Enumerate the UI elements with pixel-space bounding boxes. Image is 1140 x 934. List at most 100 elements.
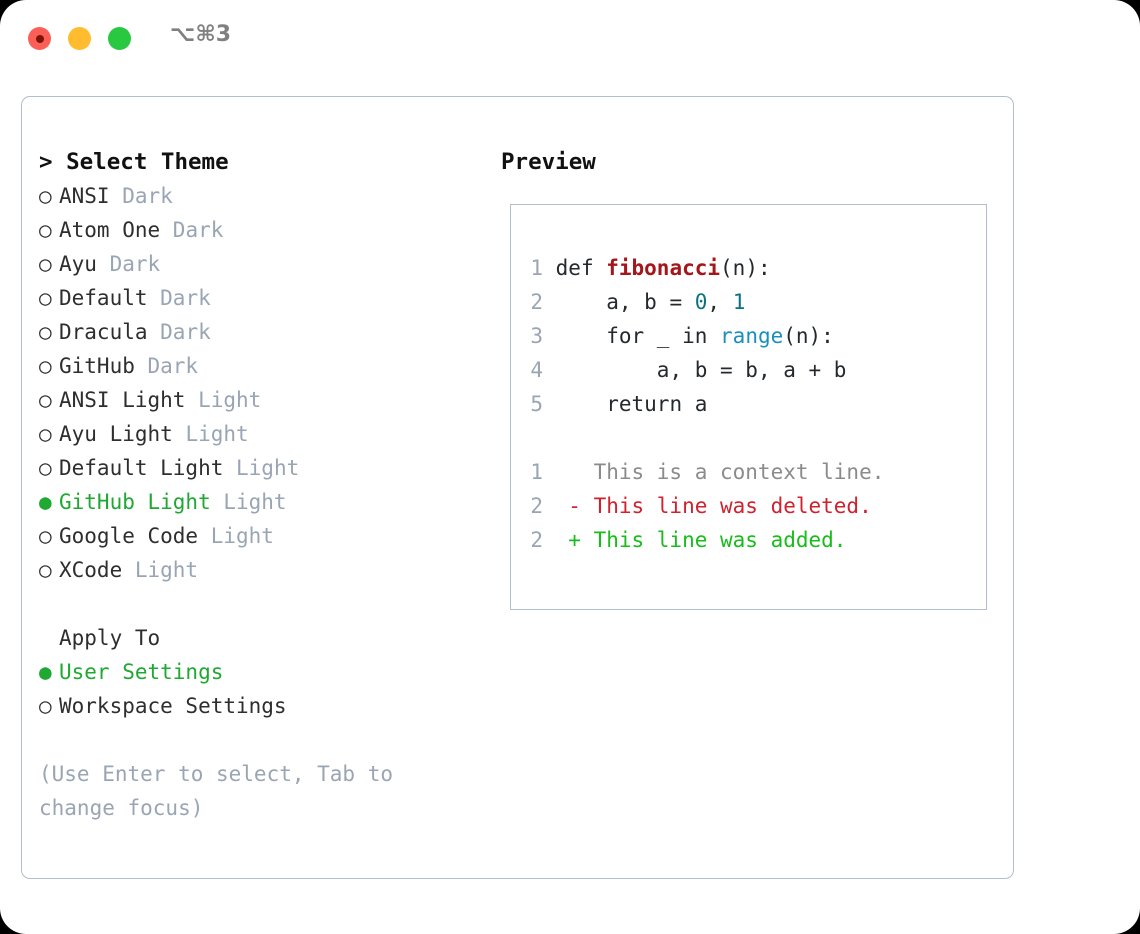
code-token: a, b = — [555, 290, 695, 314]
theme-option-ansi[interactable]: ○ANSI Dark — [39, 179, 479, 213]
code-token: a, b = b, a + b — [555, 358, 847, 382]
theme-option-label: ANSI Light — [59, 388, 186, 412]
title-bar: ⌥⌘3 — [0, 0, 1140, 76]
preview-column: Preview — [501, 145, 991, 179]
apply-to-option-user-settings[interactable]: ● User Settings — [39, 655, 479, 689]
theme-option-tag: Dark — [160, 218, 224, 242]
apply-to-option-workspace-settings[interactable]: ○ Workspace Settings — [39, 689, 479, 723]
theme-option-tag: Dark — [147, 286, 211, 310]
code-line: 5 return a — [517, 387, 987, 421]
radio-unselected-icon: ○ — [39, 388, 52, 412]
keyboard-hint-text: (Use Enter to select, Tab to change focu… — [39, 762, 406, 820]
theme-option-label: Dracula — [59, 320, 148, 344]
radio-unselected-icon: ○ — [39, 422, 52, 446]
code-token: 1 — [732, 290, 746, 314]
theme-option-tag: Light — [172, 422, 249, 446]
select-theme-heading: > Select Theme — [39, 149, 229, 175]
code-token: range — [720, 324, 784, 348]
spacer — [39, 723, 479, 757]
code-token: def — [555, 256, 607, 280]
radio-selected-icon: ● — [39, 490, 52, 514]
code-text: a, b = 0, 1 — [543, 290, 745, 314]
code-text: for _ in range(n): — [543, 324, 834, 348]
minimize-button[interactable] — [68, 27, 91, 50]
diff-line: 2 - This line was deleted. — [517, 489, 987, 523]
radio-unselected-icon: ○ — [39, 320, 52, 344]
theme-option-default[interactable]: ○Default Dark — [39, 281, 479, 315]
radio-unselected-icon: ○ — [39, 354, 52, 378]
keyboard-shortcut-label: ⌥⌘3 — [170, 22, 232, 47]
theme-option-label: XCode — [59, 558, 123, 582]
theme-option-label: Ayu Light — [59, 422, 173, 446]
apply-to-heading: Apply To — [59, 626, 161, 650]
code-token: fibonacci — [606, 256, 721, 280]
theme-option-label: Default Light — [59, 456, 224, 480]
theme-option-atom-one[interactable]: ○Atom One Dark — [39, 213, 479, 247]
line-number: 1 — [530, 256, 543, 280]
code-token: , — [707, 290, 733, 314]
code-line: 1 def fibonacci(n): — [517, 251, 987, 285]
theme-option-label: GitHub — [59, 354, 135, 378]
theme-option-ayu[interactable]: ○Ayu Dark — [39, 247, 479, 281]
theme-option-tag: Light — [185, 388, 262, 412]
diff-text: - This line was deleted. — [543, 494, 872, 518]
theme-option-github-light[interactable]: ● GitHub Light Light — [39, 485, 479, 519]
code-token: return a — [555, 392, 708, 416]
diff-line: 1 This is a context line. — [517, 455, 987, 489]
diff-line: 2 + This line was added. — [517, 523, 987, 557]
preview-heading: Preview — [501, 149, 596, 175]
theme-option-tag: Dark — [109, 184, 173, 208]
theme-option-label: Atom One — [59, 218, 161, 242]
theme-option-default-light[interactable]: ○Default Light Light — [39, 451, 479, 485]
theme-option-tag: Dark — [134, 354, 199, 378]
line-number: 3 — [530, 324, 543, 348]
code-token: 0 — [694, 290, 708, 314]
line-number: 2 — [530, 494, 543, 518]
theme-option-xcode[interactable]: ○XCode Light — [39, 553, 479, 587]
radio-unselected-icon: ○ — [39, 184, 52, 208]
theme-option-tag: Dark — [96, 252, 161, 276]
radio-selected-icon: ● — [39, 660, 52, 684]
theme-option-google-code[interactable]: ○ Google Code Light — [39, 519, 479, 553]
theme-option-github[interactable]: ○ GitHub Dark — [39, 349, 479, 383]
theme-option-tag: Light — [198, 524, 274, 548]
main-panel: > Select Theme ○ANSI Dark○Atom One Dark○… — [21, 96, 1014, 879]
theme-option-tag: Dark — [147, 320, 211, 344]
apply-to-option-label: User Settings — [59, 660, 224, 684]
zoom-button[interactable] — [108, 27, 131, 50]
theme-option-dracula[interactable]: ○ Dracula Dark — [39, 315, 479, 349]
code-token: (n): — [720, 256, 771, 280]
apply-to-list[interactable]: ● User Settings ○ Workspace Settings — [39, 655, 479, 723]
line-number: 2 — [530, 290, 543, 314]
code-text: a, b = b, a + b — [543, 358, 847, 382]
code-line: 4 a, b = b, a + b — [517, 353, 987, 387]
code-text: def fibonacci(n): — [543, 256, 771, 280]
theme-list[interactable]: ○ANSI Dark○Atom One Dark○Ayu Dark○Defaul… — [39, 179, 479, 587]
diff-text: This is a context line. — [543, 460, 885, 484]
code-token: for _ in — [555, 324, 721, 348]
close-button[interactable] — [28, 27, 51, 50]
radio-unselected-icon: ○ — [39, 286, 52, 310]
line-number: 5 — [530, 392, 543, 416]
theme-option-label: Google Code — [59, 524, 199, 548]
theme-option-ayu-light[interactable]: ○ Ayu Light Light — [39, 417, 479, 451]
radio-unselected-icon: ○ — [39, 524, 52, 548]
window-controls — [28, 27, 131, 50]
line-number: 4 — [530, 358, 543, 382]
theme-option-tag: Light — [210, 490, 287, 514]
theme-option-label: Ayu — [59, 252, 97, 276]
theme-option-ansi-light[interactable]: ○ ANSI Light Light — [39, 383, 479, 417]
code-line: 3 for _ in range(n): — [517, 319, 987, 353]
line-number: 2 — [530, 528, 543, 552]
theme-option-tag: Light — [223, 456, 300, 480]
code-line: 2 a, b = 0, 1 — [517, 285, 987, 319]
theme-option-label: GitHub Light — [59, 490, 211, 514]
line-number: 1 — [530, 460, 543, 484]
apply-to-option-label: Workspace Settings — [59, 694, 287, 718]
radio-unselected-icon: ○ — [39, 694, 52, 718]
code-text: return a — [543, 392, 707, 416]
diff-text: + This line was added. — [543, 528, 847, 552]
theme-picker-column: > Select Theme ○ANSI Dark○Atom One Dark○… — [39, 145, 479, 825]
